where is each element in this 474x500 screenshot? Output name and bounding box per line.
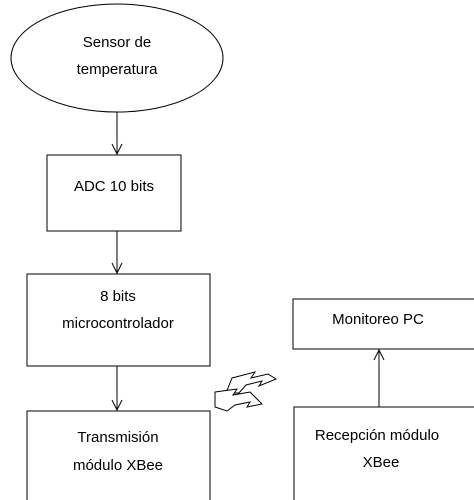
pc-box xyxy=(292,298,474,350)
node-rx: Recepción módulo XBee xyxy=(293,406,474,500)
pc-label: Monitoreo PC xyxy=(332,311,424,328)
sensor-label-line2: temperatura xyxy=(77,61,159,78)
edge-micro-to-tx xyxy=(111,366,123,412)
edge-adc-micro-arrowhead xyxy=(111,262,123,275)
micro-label-line1: 8 bits xyxy=(100,288,136,305)
lightning-bolt-icon xyxy=(214,388,264,412)
edge-sensor-adc-arrowhead xyxy=(111,143,123,156)
node-sensor: Sensor de temperatura xyxy=(10,3,224,113)
edge-rx-to-pc xyxy=(373,348,385,407)
node-adc: ADC 10 bits xyxy=(46,154,182,232)
node-pc: Monitoreo PC xyxy=(292,298,474,350)
rx-label-line1: Recepción módulo xyxy=(315,427,439,444)
sensor-ellipse xyxy=(10,3,224,113)
adc-box xyxy=(46,154,182,232)
rx-box xyxy=(293,406,474,500)
edge-rx-pc-arrowhead xyxy=(373,348,385,361)
sensor-label-line1: Sensor de xyxy=(83,34,151,51)
micro-box xyxy=(26,273,211,367)
edge-sensor-to-adc xyxy=(111,112,123,156)
edge-adc-to-micro xyxy=(111,231,123,275)
tx-label-line1: Transmisión xyxy=(77,429,158,446)
tx-box xyxy=(26,410,211,500)
node-micro: 8 bits microcontrolador xyxy=(26,273,211,367)
tx-label-line2: módulo XBee xyxy=(73,457,163,474)
wireless-link xyxy=(214,371,278,412)
adc-label: ADC 10 bits xyxy=(74,178,154,195)
node-tx: Transmisión módulo XBee xyxy=(26,410,211,500)
edge-micro-tx-arrowhead xyxy=(111,399,123,412)
rx-label-line2: XBee xyxy=(363,454,400,471)
micro-label-line2: microcontrolador xyxy=(62,315,174,332)
